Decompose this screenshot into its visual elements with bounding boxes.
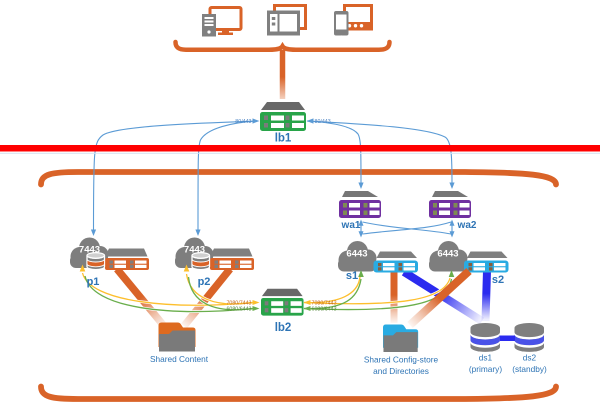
svg-text:Shared Content: Shared Content — [150, 354, 209, 364]
svg-text:6080/6443: 6080/6443 — [226, 307, 251, 313]
svg-text:lb1: lb1 — [275, 133, 292, 145]
svg-text:80/443: 80/443 — [235, 119, 251, 125]
svg-text:7443: 7443 — [184, 245, 205, 256]
svg-text:wa1: wa1 — [341, 220, 361, 231]
svg-text:6443: 6443 — [437, 249, 458, 260]
svg-text:6443: 6443 — [346, 249, 367, 260]
svg-text:and Directories: and Directories — [373, 366, 429, 376]
svg-text:7443: 7443 — [79, 245, 100, 256]
svg-text:ds2: ds2 — [523, 353, 537, 363]
svg-text:p2: p2 — [198, 276, 211, 288]
svg-text:80/443: 80/443 — [315, 119, 331, 125]
svg-text:(standby): (standby) — [512, 364, 547, 374]
svg-text:wa2: wa2 — [457, 220, 477, 231]
svg-text:7080/7443: 7080/7443 — [226, 301, 251, 307]
svg-text:s1: s1 — [346, 270, 358, 282]
svg-text:6080/6443: 6080/6443 — [312, 307, 337, 313]
svg-text:7080/7443: 7080/7443 — [312, 301, 337, 307]
svg-text:(primary): (primary) — [469, 364, 502, 374]
svg-text:ds1: ds1 — [479, 353, 493, 363]
svg-text:p1: p1 — [87, 276, 100, 288]
svg-text:Shared Config-store: Shared Config-store — [364, 355, 439, 365]
svg-text:lb2: lb2 — [275, 322, 292, 334]
svg-text:s2: s2 — [492, 274, 504, 286]
